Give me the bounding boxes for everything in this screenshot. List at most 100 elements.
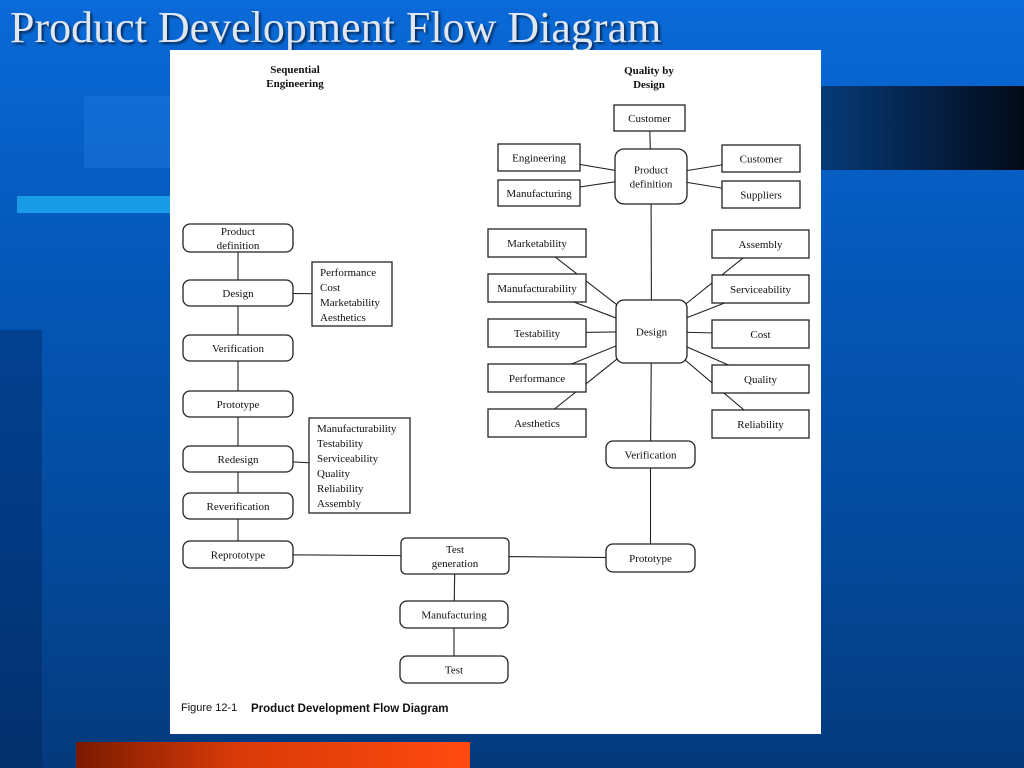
node-qbd-marketability: Marketability [487,228,587,258]
node-label: generation [432,558,479,570]
node-label: Test [445,665,463,677]
node-qbd-engineering: Engineering [497,143,581,172]
node-manufacturing: Manufacturing [399,600,509,629]
node-box [711,319,810,349]
node-qbd-assembly: Assembly [711,229,810,259]
node-label: Engineering [512,153,566,165]
node-label: Reverification [207,501,270,513]
node-label: Cost [750,329,770,341]
node-box [182,492,294,520]
node-label: Suppliers [740,190,782,202]
list-item: Testability [317,438,364,450]
node-box [182,390,294,418]
node-box [487,273,587,303]
node-box [497,143,581,172]
decor-light-block [84,96,170,168]
node-label: Customer [628,113,671,125]
node-box [613,104,686,132]
node-box [399,655,509,684]
list-item: Serviceability [317,453,379,465]
slide-title: Product Development Flow Diagram [10,3,662,52]
list-item: Quality [317,468,350,480]
node-test: Test [399,655,509,684]
node-box [605,543,696,573]
heading-quality-by-design: Design [633,79,665,91]
decor-light-strip [17,196,170,213]
node-seq-design: Design [182,279,294,307]
node-seq-reverification: Reverification [182,492,294,520]
node-label: Prototype [629,553,672,565]
node-label: Manufacturability [497,283,577,295]
node-label: Assembly [739,239,784,251]
node-qbd-cost: Cost [711,319,810,349]
node-qbd-customer-right: Customer [721,144,801,173]
node-label: Reprototype [211,550,265,562]
decor-left-column [0,330,42,768]
heading-sequential-engineering: Sequential [270,64,320,76]
node-box [182,279,294,307]
list-item: Aesthetics [320,312,366,324]
node-box [487,408,587,438]
node-label: Redesign [218,454,259,466]
node-qbd-customer-top: Customer [613,104,686,132]
node-box [721,180,801,209]
product-development-flow-diagram: ProductdefinitionDesignVerificationProto… [181,64,810,715]
node-label: definition [630,179,673,191]
node-box [711,364,810,394]
node-label: Manufacturing [506,188,572,200]
node-label: Performance [509,373,565,385]
node-box [487,228,587,258]
node-box [711,274,810,304]
node-test-generation: Test generation [400,537,510,575]
node-box [487,363,587,393]
node-qbd-suppliers: Suppliers [721,180,801,209]
node-qbd-manufacturability: Manufacturability [487,273,587,303]
node-box [605,440,696,469]
list-item: Performance [320,267,376,279]
node-box [487,318,587,348]
node-box [399,600,509,629]
node-label: Verification [212,343,264,355]
caption-title: Product Development Flow Diagram [251,703,448,715]
caption-label: Figure 12-1 [181,702,237,714]
node-qbd-performance: Performance [487,363,587,393]
node-label: Test [446,544,464,556]
node-box [182,223,294,253]
node-label: Product [634,165,668,177]
node-label: Product [221,226,255,238]
node-seq-verification: Verification [182,334,294,362]
list-item: Cost [320,282,340,294]
node-qbd-verification: Verification [605,440,696,469]
node-label: Reliability [737,419,784,431]
node-box [615,299,688,364]
node-qbd-product-definition: Product definition [614,148,688,205]
node-qbd-prototype: Prototype [605,543,696,573]
node-label: Serviceability [730,284,792,296]
decor-dark-band [821,86,1024,170]
node-label: Quality [744,374,777,386]
node-label: Aesthetics [514,418,560,430]
node-label: Design [636,327,668,339]
node-box [711,229,810,259]
node-box [711,409,810,439]
redesign-criteria-list: ManufacturabilityTestabilityServiceabili… [308,417,411,514]
node-label: Verification [625,450,677,462]
node-qbd-serviceability: Serviceability [711,274,810,304]
list-item: Marketability [320,297,380,309]
node-label: Marketability [507,238,567,250]
node-label: Manufacturing [421,610,487,622]
node-qbd-design: Design [615,299,688,364]
node-qbd-quality: Quality [711,364,810,394]
list-item: Manufacturability [317,423,397,435]
node-label: Customer [740,154,783,166]
node-seq-redesign: Redesign [182,445,294,473]
node-label: definition [217,240,260,252]
node-seq-prototype: Prototype [182,390,294,418]
heading-quality-by-design: Quality by [624,65,674,77]
node-box [614,148,688,205]
heading-sequential-engineering: Engineering [266,78,324,90]
node-label: Design [222,288,254,300]
list-box [308,417,411,514]
